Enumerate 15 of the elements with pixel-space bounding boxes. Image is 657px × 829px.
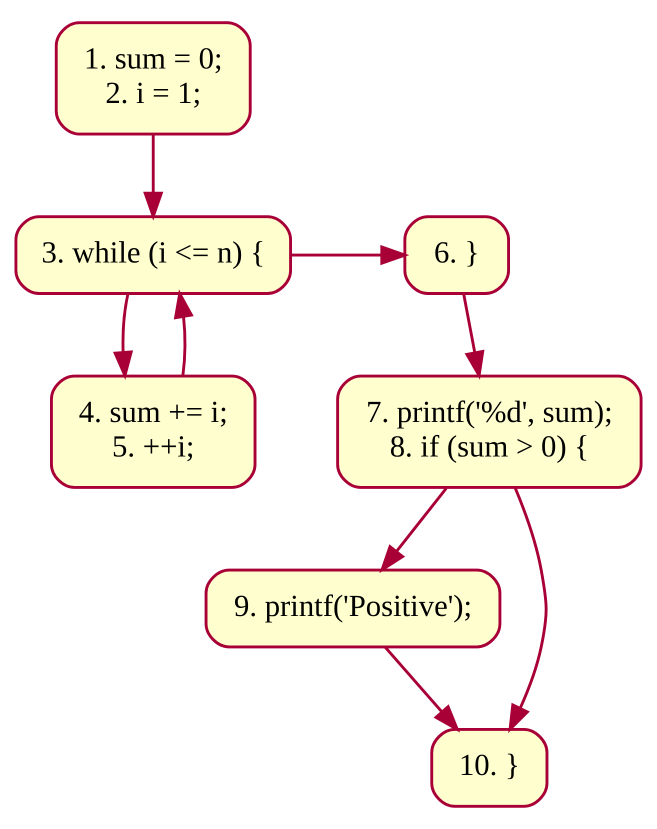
arrow xyxy=(379,488,448,574)
node-box: 9. printf('Positive'); xyxy=(204,568,502,648)
node-box: 3. while (i <= n) { xyxy=(14,215,292,295)
node-box: 1. sum = 0; 2. i = 1; xyxy=(54,21,252,136)
arrow xyxy=(384,646,460,733)
node-box: 4. sum += i; 5. ++i; xyxy=(50,374,256,489)
arrow xyxy=(290,244,410,266)
arrow xyxy=(462,293,484,380)
arrow xyxy=(508,488,548,734)
node-box: 10. } xyxy=(430,728,548,808)
arrow xyxy=(174,289,194,376)
arrow xyxy=(143,135,164,221)
arrow xyxy=(112,293,134,380)
node-box: 6. } xyxy=(403,215,510,295)
node-box: 7. printf('%d', sum); 8. if (sum > 0) { xyxy=(336,374,643,489)
